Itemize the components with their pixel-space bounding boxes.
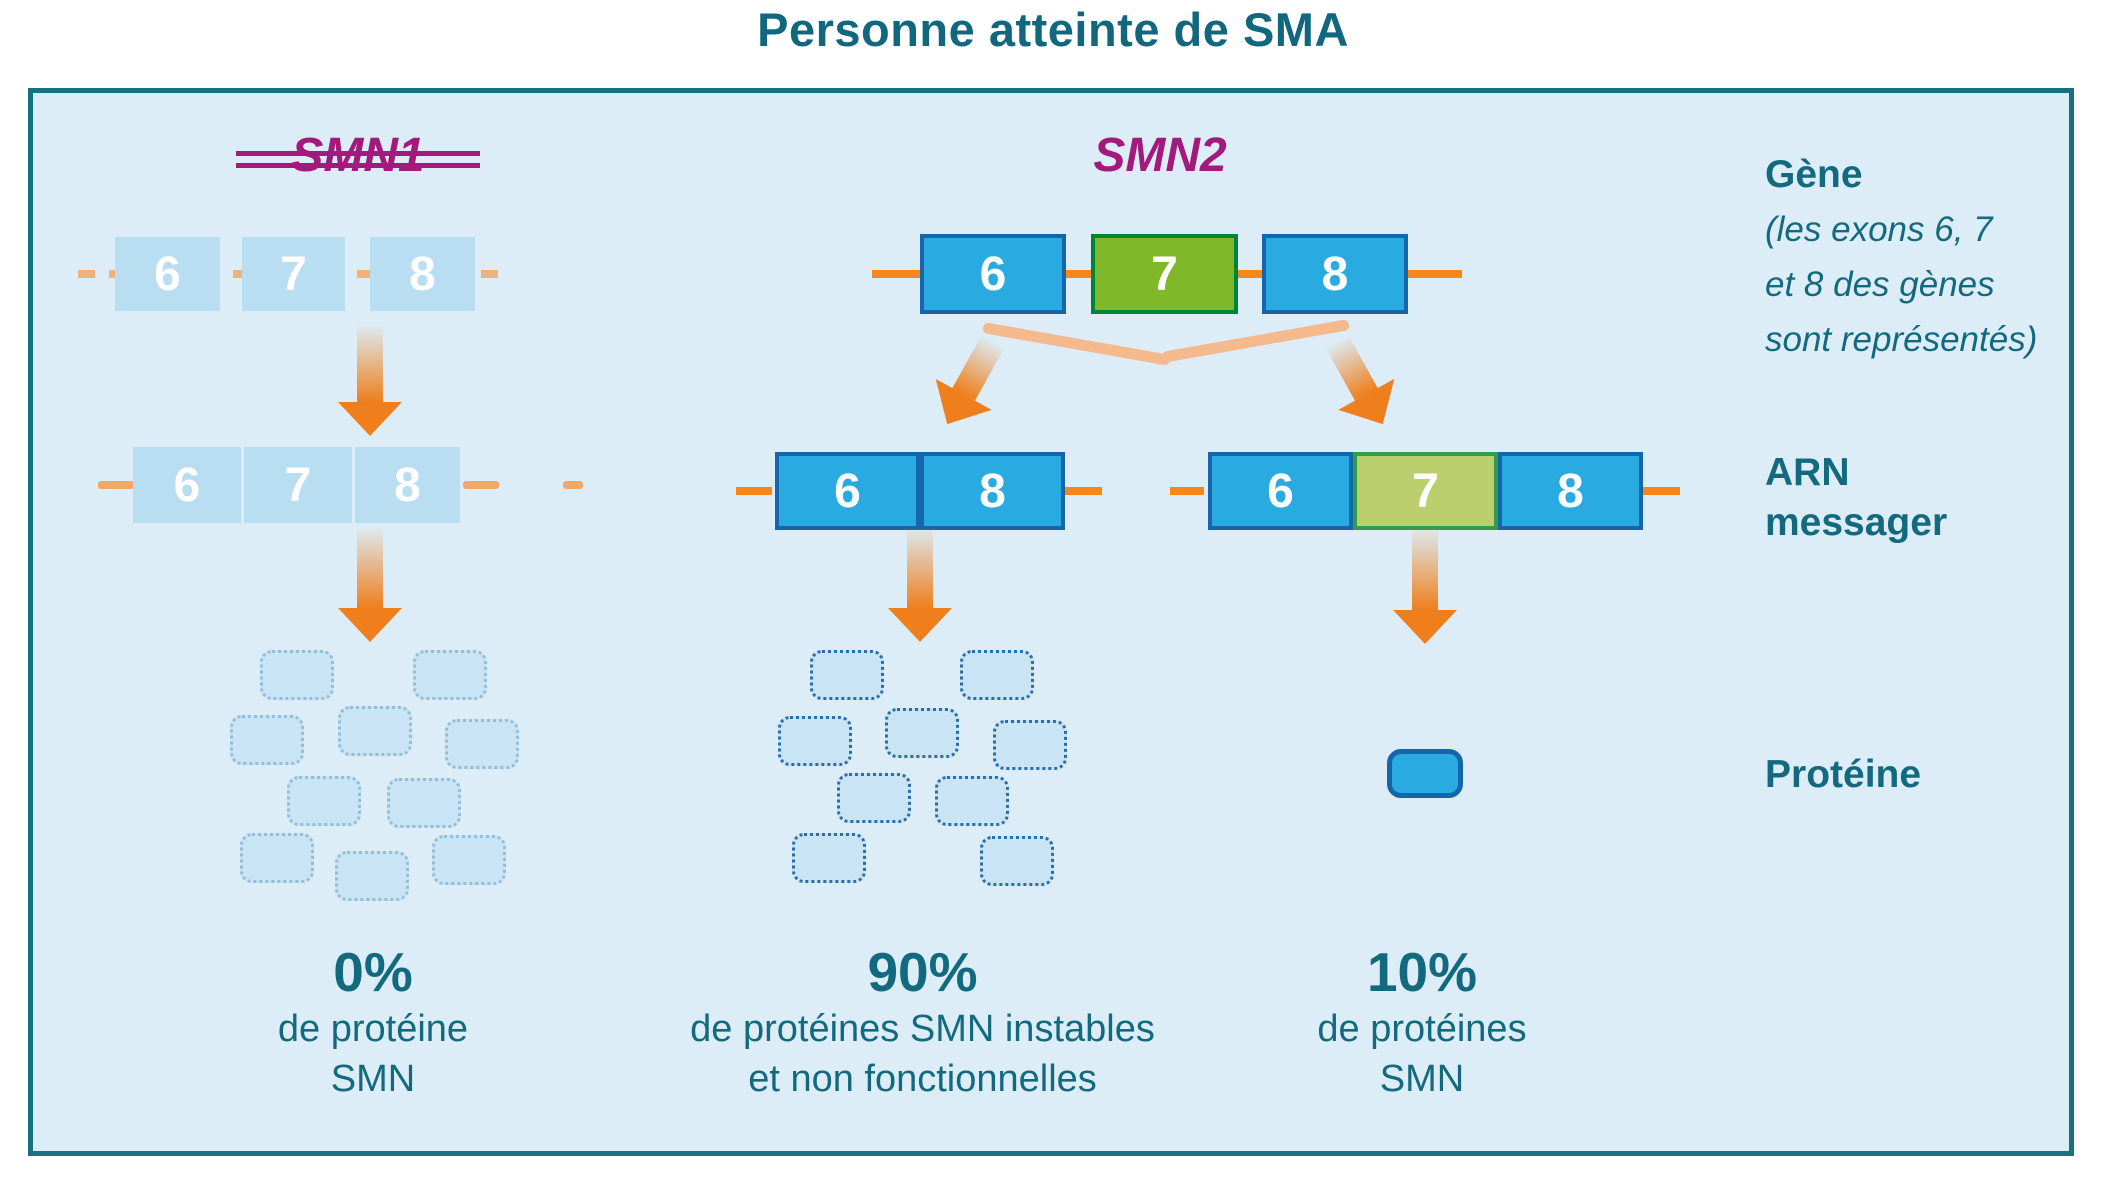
smn1-degraded-protein — [445, 719, 519, 769]
arrow-smn1-mrna-to-protein — [338, 528, 402, 642]
smn2-gene-label-text: SMN2 — [1093, 129, 1227, 182]
smn2-mrna-full-exon-6: 6 — [1208, 452, 1353, 530]
smn1-degraded-protein — [287, 776, 361, 826]
smn1-mrna-exon-7: 7 — [244, 447, 352, 523]
smn1-degraded-protein — [230, 715, 304, 765]
smn2-mrna-skip7-right-stub — [1065, 487, 1102, 495]
smn2-mrna-skip7-exon-6: 6 — [775, 452, 920, 530]
smn1-result-percent: 0% — [333, 941, 413, 1003]
smn2-unstable-protein — [980, 836, 1054, 886]
smn1-mrna-exon-8: 8 — [355, 447, 460, 523]
row-label-gene-note: (les exons 6, 7 et 8 des gènes sont repr… — [1765, 210, 2038, 359]
smn1-degraded-protein — [413, 650, 487, 700]
smn1-degraded-protein — [335, 851, 409, 901]
smn2-unstable-protein — [792, 833, 866, 883]
arrow-shaft — [907, 528, 933, 608]
smn2-unstable-protein — [935, 776, 1009, 826]
smn1-gene-exon-6: 6 — [115, 237, 220, 311]
arrow-smn2-mrna-skip7-to-protein — [888, 528, 952, 642]
arrow-shaft — [952, 335, 1005, 401]
smn1-degraded-protein — [240, 833, 314, 883]
smn2-functional-protein — [1387, 749, 1463, 798]
smn2-mrna-full-exon-7: 7 — [1353, 452, 1498, 530]
smn2-gene-exon-6: 6 — [920, 234, 1066, 314]
smn2-unstable-protein — [993, 720, 1067, 770]
smn2-functional-result-percent: 10% — [1366, 941, 1478, 1003]
row-label-gene: Gène — [1765, 153, 1863, 196]
smn1-gene-exon-8: 8 — [370, 237, 475, 311]
smn2-unstable-protein — [837, 773, 911, 823]
smn2-mrna-skip7-exon-8: 8 — [920, 452, 1065, 530]
smn2-mrna-skip7-left-stub — [736, 487, 772, 495]
smn2-gene-exon-8: 8 — [1262, 234, 1408, 314]
smn1-degraded-protein — [432, 835, 506, 885]
smn1-mrna-exon-6: 6 — [133, 447, 241, 523]
smn2-unstable-protein — [885, 708, 959, 758]
page-title: Personne atteinte de SMA — [757, 3, 1349, 56]
arrow-shaft — [357, 326, 383, 402]
smn2-mrna-full-right-stub — [1643, 487, 1680, 495]
smn2-unstable-result-percent: 90% — [867, 941, 978, 1003]
smn1-degraded-protein — [338, 706, 412, 756]
smn1-degraded-protein — [387, 778, 461, 828]
arrow-shaft — [1412, 528, 1438, 610]
smn2-functional-result-caption: 10% de protéines SMN — [1252, 940, 1592, 1104]
smn1-gene-label: SMN1 — [236, 128, 480, 183]
arrow-smn1-gene-to-mrna — [338, 326, 402, 436]
arrow-head — [338, 402, 402, 436]
smn2-unstable-protein — [810, 650, 884, 700]
smn2-unstable-protein — [778, 716, 852, 766]
smn1-gene-exon-7: 7 — [242, 237, 345, 311]
arrow-head — [888, 608, 952, 642]
arrow-head — [1393, 610, 1457, 644]
smn1-mrna-left-stub — [98, 481, 134, 489]
arrow-shaft — [357, 528, 383, 608]
smn2-mrna-full-exon-8: 8 — [1498, 452, 1643, 530]
smn1-mrna-right-stub-dash — [563, 481, 583, 489]
smn2-unstable-result-caption: 90% de protéines SMN instables et non fo… — [640, 940, 1205, 1104]
smn1-strikethrough-line-2 — [236, 163, 480, 168]
smn1-strikethrough-line-1 — [236, 151, 480, 156]
smn2-gene-exon-7: 7 — [1091, 234, 1238, 314]
arrow-smn2-mrna-full-to-protein — [1393, 528, 1457, 644]
smn2-unstable-protein — [960, 650, 1034, 700]
smn1-result-caption: 0% de protéine SMN — [203, 940, 543, 1104]
row-label-mrna: ARN messager — [1765, 451, 1948, 544]
smn1-mrna-right-stub — [463, 481, 499, 489]
arrow-head — [338, 608, 402, 642]
smn1-degraded-protein — [260, 650, 334, 700]
smn2-mrna-full-left-stub — [1170, 487, 1204, 495]
smn2-gene-label: SMN2 — [1040, 128, 1280, 183]
row-label-protein: Protéine — [1765, 753, 1922, 796]
